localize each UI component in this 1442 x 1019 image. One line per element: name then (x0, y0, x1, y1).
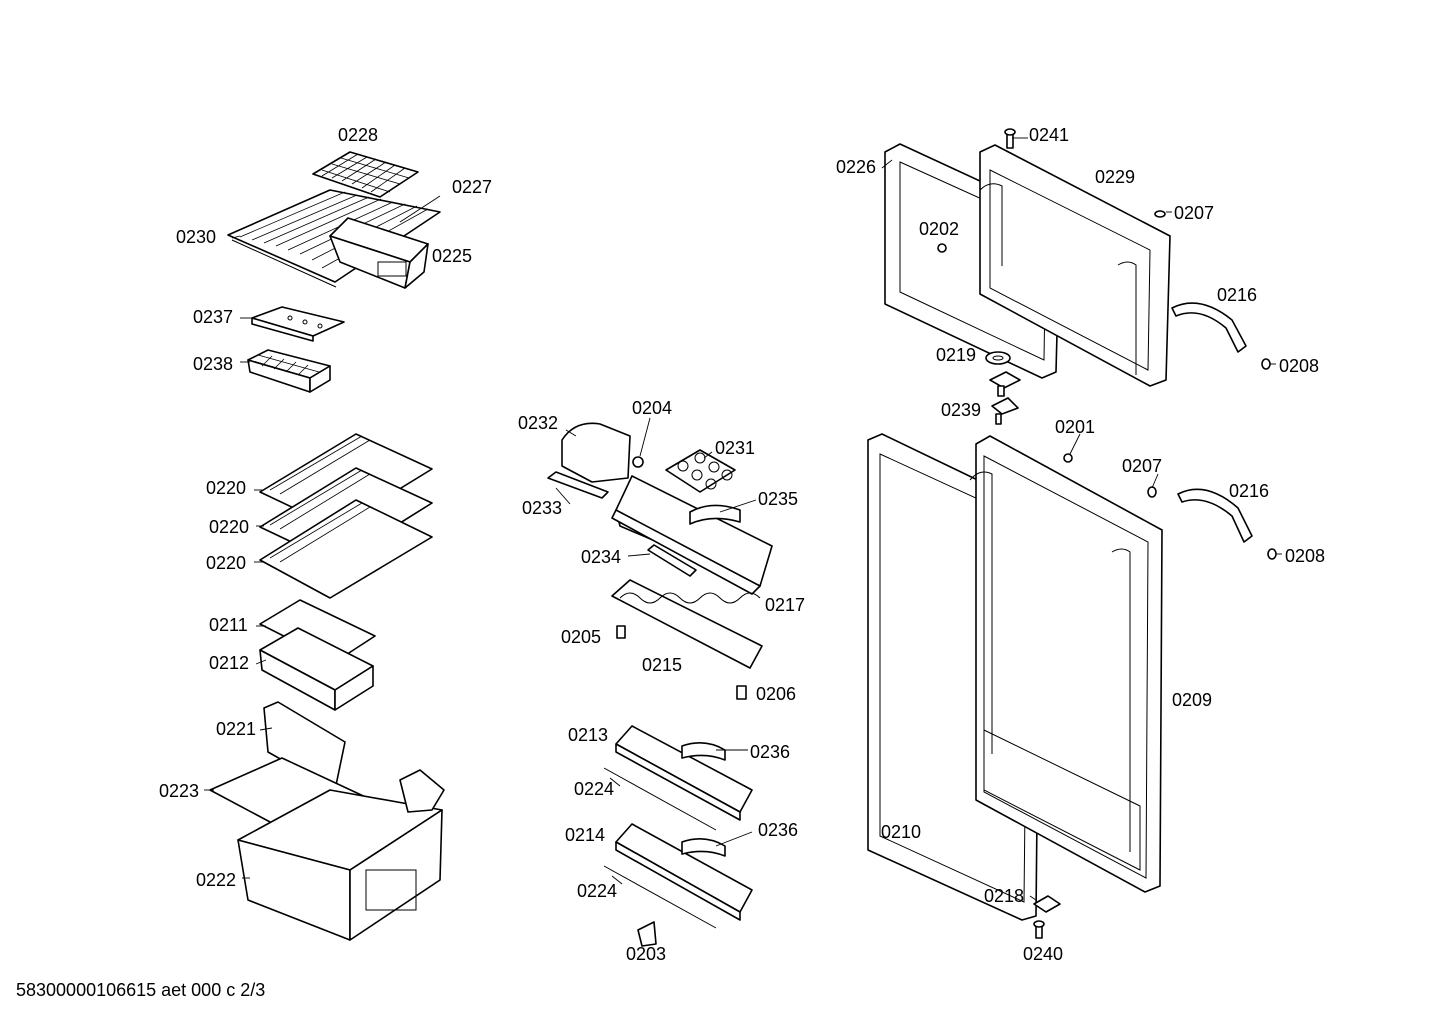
callout-0228: 0228 (338, 125, 378, 145)
callout-0216: 0216 (1229, 481, 1269, 501)
part-0232-dairy-lid (561, 422, 631, 483)
callout-0214: 0214 (565, 825, 605, 845)
part-0217-door-shelf (611, 475, 773, 595)
part-0222-bottom-drawer (237, 769, 445, 941)
part-0214-door-bin (615, 823, 753, 921)
callout-0223: 0223 (159, 781, 199, 801)
part-0236-divider-a (681, 742, 726, 761)
callout-0215: 0215 (642, 655, 682, 675)
callout-0224: 0224 (574, 779, 614, 799)
part-0208-cap-b (1267, 548, 1277, 560)
callout-0220: 0220 (206, 478, 246, 498)
part-0219-bushing (985, 351, 1011, 365)
part-0239-middle-hinge (989, 371, 1021, 425)
part-0238-ice-tray (247, 349, 331, 393)
part-0205-clip (616, 625, 626, 639)
callout-0239: 0239 (941, 400, 981, 420)
part-0224-strip-a (603, 767, 717, 831)
part-0225-drawer (329, 217, 429, 289)
callout-0202: 0202 (919, 219, 959, 239)
callout-0229: 0229 (1095, 167, 1135, 187)
part-0240-hinge-pin (1033, 920, 1045, 939)
part-0207-cap-a (1154, 210, 1166, 218)
callout-0235: 0235 (758, 489, 798, 509)
callout-0208: 0208 (1279, 356, 1319, 376)
callout-0234: 0234 (581, 547, 621, 567)
part-0201-plug (1063, 453, 1073, 463)
part-0228-grill (312, 151, 419, 198)
part-0229-upper-door (979, 144, 1171, 387)
part-0234-strip (647, 544, 697, 577)
callout-0219: 0219 (936, 345, 976, 365)
part-0235-shelf-divider (689, 504, 741, 525)
callout-0224: 0224 (577, 881, 617, 901)
part-0203-bracket (637, 921, 657, 947)
callout-0220: 0220 (206, 553, 246, 573)
part-0206-clip (736, 685, 747, 700)
callout-0241: 0241 (1029, 125, 1069, 145)
part-0207-cap-b (1147, 486, 1157, 498)
callout-0227: 0227 (452, 177, 492, 197)
callout-0231: 0231 (715, 438, 755, 458)
part-0216-handle-a (1171, 302, 1247, 353)
callout-0225: 0225 (432, 246, 472, 266)
callout-0237: 0237 (193, 307, 233, 327)
part-0224-strip-b (603, 865, 717, 929)
part-0220-glass-shelf-3 (259, 499, 433, 599)
callout-0204: 0204 (632, 398, 672, 418)
part-0221-drawer-lid (263, 701, 346, 791)
part-0213-door-bin (615, 725, 753, 821)
part-0208-cap-a (1261, 358, 1271, 370)
callout-0201: 0201 (1055, 417, 1095, 437)
callout-0222: 0222 (196, 870, 236, 890)
part-0237-ice-tray-cover (251, 306, 345, 342)
callout-labels: 0228 0227 0230 0225 0237 0238 0220 0220 … (159, 125, 1325, 964)
part-0209-lower-door (969, 435, 1163, 893)
part-0231-egg-tray (665, 449, 736, 493)
callout-0207: 0207 (1122, 456, 1162, 476)
part-0204-hinge-pin (632, 456, 644, 468)
part-0218-bottom-hinge (1033, 895, 1061, 913)
callout-0236: 0236 (758, 820, 798, 840)
callout-0212: 0212 (209, 653, 249, 673)
callout-0210: 0210 (881, 822, 921, 842)
callout-0216: 0216 (1217, 285, 1257, 305)
callout-0206: 0206 (756, 684, 796, 704)
part-0236-divider-b (681, 838, 726, 857)
callout-0220: 0220 (209, 517, 249, 537)
callout-0209: 0209 (1172, 690, 1212, 710)
callout-0205: 0205 (561, 627, 601, 647)
callout-0211: 0211 (209, 615, 248, 635)
callout-0213: 0213 (568, 725, 608, 745)
part-0202-plug (937, 243, 947, 253)
callout-0203: 0203 (626, 944, 666, 964)
callout-0230: 0230 (176, 227, 216, 247)
callout-0226: 0226 (836, 157, 876, 177)
callout-0233: 0233 (522, 498, 562, 518)
callout-0221: 0221 (216, 719, 256, 739)
callout-0217: 0217 (765, 595, 805, 615)
part-0233-strip (547, 471, 609, 499)
callout-0240: 0240 (1023, 944, 1063, 964)
callout-0207: 0207 (1174, 203, 1214, 223)
callout-0218: 0218 (984, 886, 1024, 906)
part-0241-hinge-screw (1004, 128, 1016, 149)
part-0216-handle-b (1177, 488, 1253, 543)
part-0212-crisper (259, 627, 374, 711)
callout-0208: 0208 (1285, 546, 1325, 566)
part-0215-bottle-rack (611, 579, 763, 669)
callout-0238: 0238 (193, 354, 233, 374)
document-code: 58300000106615 aet 000 c 2/3 (16, 980, 266, 1000)
callout-0236: 0236 (750, 742, 790, 762)
leader-lines (204, 137, 1282, 901)
callout-0232: 0232 (518, 413, 558, 433)
